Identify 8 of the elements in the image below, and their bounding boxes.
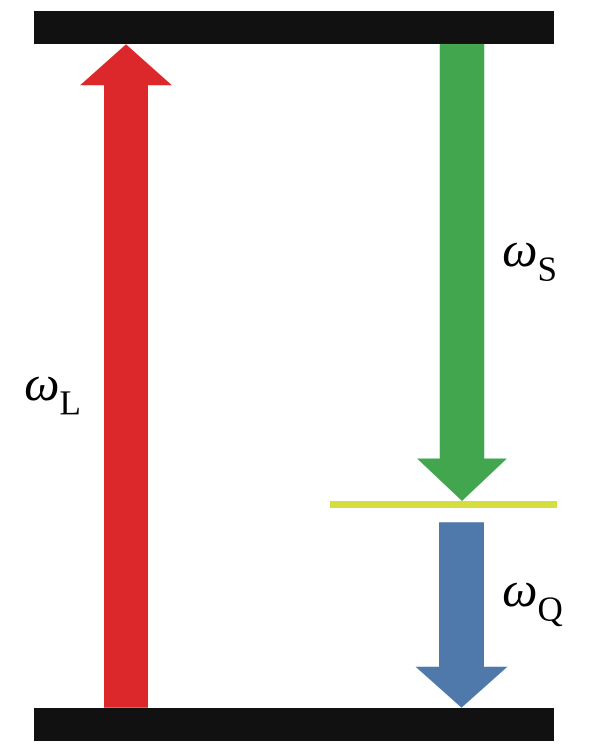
energy-level-bar xyxy=(34,708,554,741)
arrow xyxy=(416,522,508,708)
arrow xyxy=(417,44,507,502)
edge-label: ω$_{S}$ xyxy=(504,242,555,281)
edge-label: ω$_{L}$ xyxy=(26,376,79,414)
arrow xyxy=(80,44,172,708)
energy-level-bar xyxy=(34,11,554,44)
edge-label: ω$_{Q}$ xyxy=(504,582,562,626)
